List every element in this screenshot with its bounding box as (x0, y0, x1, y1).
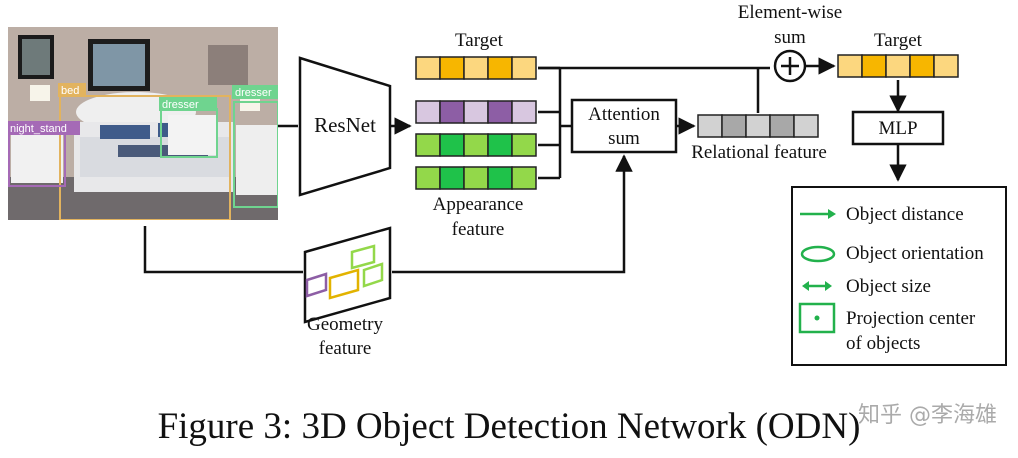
target-top-label: Target (455, 30, 503, 51)
mlp-box (851, 110, 945, 146)
bedroom-photo: bed night_stand dresser dresser (8, 27, 278, 220)
appearance-vector-2-cell (463, 133, 489, 157)
target-out-vector-cell (885, 54, 911, 78)
appearance-vector-1-cell (463, 100, 489, 124)
appearance-vector-1-cell (487, 100, 513, 124)
relational-vector-cell (697, 114, 723, 138)
legend-item-size: Object size (846, 276, 931, 297)
appearance-vector-1-cell (439, 100, 465, 124)
rotate-icon (800, 245, 836, 263)
label-night-stand: night_stand (10, 123, 67, 135)
relational-vector-cell (721, 114, 747, 138)
appearance-vector-3-cell (487, 166, 513, 190)
target-out-vector-cell (861, 54, 887, 78)
attention-label-2: sum (608, 128, 640, 149)
geometry-label-1: Geometry (307, 314, 383, 335)
appearance-vector-2-cell (487, 133, 513, 157)
target-top-vector-cell (487, 56, 513, 80)
legend-box (791, 186, 1007, 366)
target-top-vector-cell (415, 56, 441, 80)
elementwise-label-2: sum (774, 27, 806, 48)
input-image: bed night_stand dresser dresser (8, 27, 278, 220)
geometry-feature-plane (303, 226, 392, 324)
target-out-vector-cell (909, 54, 935, 78)
appearance-vector-3-cell (463, 166, 489, 190)
legend-item-center-1: Projection center (846, 308, 976, 329)
legend-item-distance: Object distance (846, 204, 964, 225)
target-out-vector-cell (933, 54, 959, 78)
mlp-label: MLP (878, 118, 918, 139)
geometry-label-2: feature (318, 338, 372, 359)
relational-vector-cell (793, 114, 819, 138)
target-top-vector-cell (511, 56, 537, 80)
appearance-vector-3-cell (439, 166, 465, 190)
appearance-vector-2-cell (415, 133, 441, 157)
appearance-vector-1-cell (415, 100, 441, 124)
watermark: 知乎 @李海雄 (858, 403, 997, 428)
label-dresser-left: dresser (162, 99, 199, 111)
target-out-label: Target (874, 30, 922, 51)
attention-sum-box (570, 98, 678, 154)
target-top-vector-cell (439, 56, 465, 80)
relational-vector-cell (769, 114, 795, 138)
appearance-vector-1-cell (511, 100, 537, 124)
resnet-label: ResNet (314, 113, 376, 137)
target-top-vector-cell (463, 56, 489, 80)
elementwise-label-1: Element-wise (737, 2, 843, 23)
line-image-to-geometry (143, 226, 303, 274)
relational-vector-cell (745, 114, 771, 138)
target-out-vector-cell (837, 54, 863, 78)
label-dresser-right: dresser (235, 87, 272, 99)
appearance-vector-3-cell (415, 166, 441, 190)
appearance-vector-3-cell (511, 166, 537, 190)
figure-caption: Figure 3: 3D Object Detection Network (O… (157, 406, 861, 447)
arrow-geometry-to-attention (392, 154, 633, 274)
appearance-label-1: Appearance (432, 194, 524, 215)
relational-label: Relational feature (691, 142, 827, 163)
center-box-icon (798, 302, 836, 334)
label-bed: bed (61, 85, 79, 97)
appearance-vector-2-cell (511, 133, 537, 157)
resnet-block (298, 56, 392, 197)
legend-item-center-2: of objects (846, 333, 921, 354)
appearance-vector-2-cell (439, 133, 465, 157)
appearance-label-2: feature (451, 219, 505, 240)
legend-item-orientation: Object orientation (846, 243, 984, 264)
attention-label-1: Attention (588, 104, 660, 125)
